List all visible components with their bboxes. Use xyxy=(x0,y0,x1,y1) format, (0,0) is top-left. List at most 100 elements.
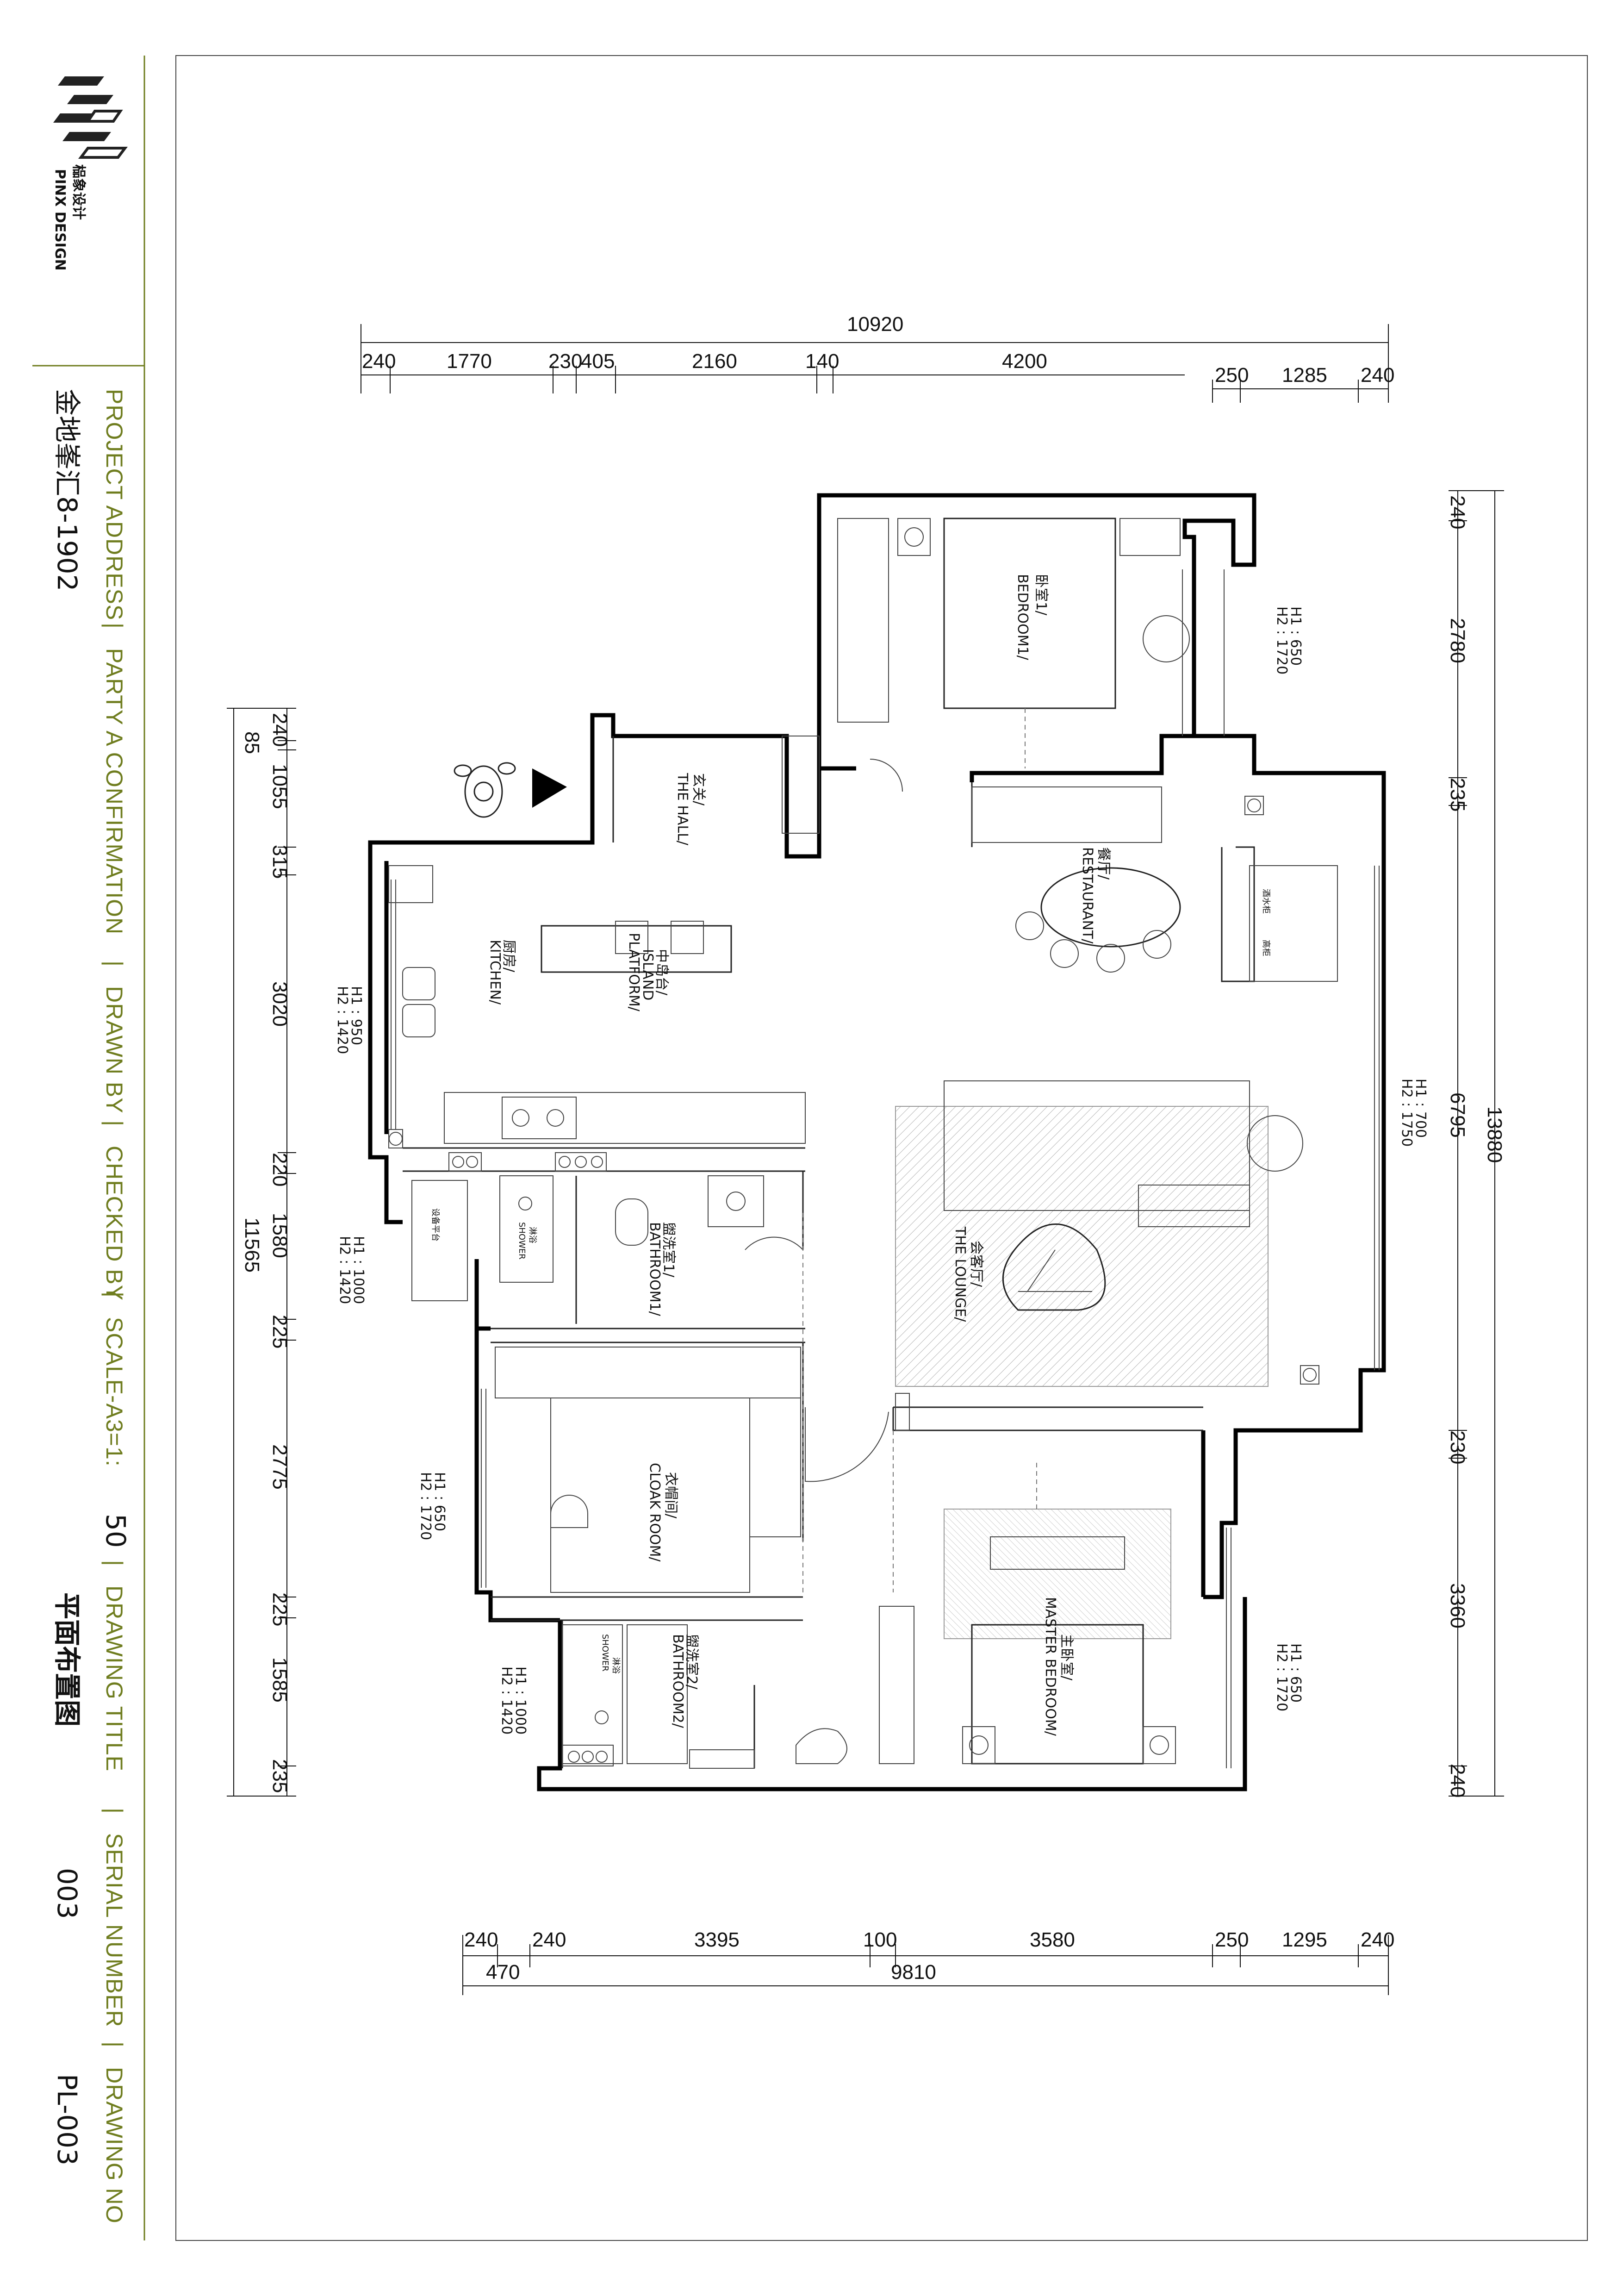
equipment-platform xyxy=(411,1180,468,1301)
dim-bottom-8: 240 xyxy=(1361,1928,1394,1951)
shower-head-icon xyxy=(518,1197,532,1210)
master-bench xyxy=(990,1536,1125,1570)
island-label-en-1: ISLAND xyxy=(640,949,656,1000)
bedroom1-lamp-icon xyxy=(904,527,924,547)
dim-top-9: 1285 xyxy=(1282,364,1327,387)
dim-left-5: 3020 xyxy=(268,981,291,1027)
cloak-label-cn: 衣帽间/ xyxy=(663,1472,679,1519)
dim-top-total: 10920 xyxy=(847,313,903,336)
top-dimensions: 10920 240 1770 230 405 2160 140 4200 250… xyxy=(361,313,1394,403)
toilet-1 xyxy=(615,1198,648,1246)
kitchen-counter xyxy=(444,1092,806,1144)
cloak-wardrobe-side xyxy=(749,1398,801,1537)
lounge-label-cn: 会客厅/ xyxy=(968,1241,984,1287)
dim-bottom-7: 1295 xyxy=(1282,1928,1327,1951)
shower-head-2-icon xyxy=(595,1710,609,1724)
drawing-title-value: 平面布置图 xyxy=(51,1592,83,1727)
dim-left-8: 225 xyxy=(268,1315,291,1348)
bedroom1-nightstand xyxy=(897,518,931,556)
bathroom2-h1: H1 : 1000 xyxy=(512,1666,529,1734)
dining-table xyxy=(1040,867,1181,948)
restaurant-label-cn: 餐厅/ xyxy=(1095,847,1112,880)
serial-number-value: 003 xyxy=(51,1868,83,1919)
restaurant-label-en: RESTAURANT/ xyxy=(1079,847,1095,944)
cloak-stool xyxy=(550,1495,588,1528)
lounge-h1: H1 : 700 xyxy=(1412,1079,1429,1138)
hall: 玄关/ THE HALL/ xyxy=(454,736,903,846)
bathroom1-h1: H1 : 1000 xyxy=(350,1236,367,1304)
lounge-side-table xyxy=(1247,1115,1303,1172)
lounge: 会客厅/ THE LOUNGE/ H1 : 700 H2 : 1750 xyxy=(895,1079,1429,1387)
cabinet-b-label: 高柜 xyxy=(1261,940,1271,956)
bathroom2-h2: H2 : 1420 xyxy=(498,1666,515,1734)
master-nightstand-left xyxy=(962,1726,995,1764)
kitchen-sink xyxy=(402,967,435,1000)
bathroom1: 淋浴 SHOWER 设备平台 盥洗室1/ BATHROOM1/ H1 : 100… xyxy=(336,1152,803,1316)
dim-left-9: 2775 xyxy=(268,1444,291,1490)
bedroom1-label-en: BEDROOM1/ xyxy=(1014,574,1031,661)
dim-top-5: 2160 xyxy=(692,350,737,373)
equipment-platform-label: 设备平台 xyxy=(430,1208,440,1242)
bedroom1-bed xyxy=(943,518,1116,709)
right-dimensions: 240 2780 235 6795 230 3360 240 13880 xyxy=(1446,490,1506,1797)
dim-right-7: 240 xyxy=(1446,1764,1469,1797)
bedroom1-h2: H2 : 1720 xyxy=(1274,606,1290,674)
hall-label-cn: 玄关/ xyxy=(690,773,707,806)
dim-top-8: 250 xyxy=(1215,364,1249,387)
drawing-frame xyxy=(175,55,1588,2241)
master-label-en: MASTER BEDROOM/ xyxy=(1042,1597,1058,1736)
windows xyxy=(391,569,1380,1768)
cloak-wardrobe-top xyxy=(495,1347,801,1398)
bedroom1-wardrobe xyxy=(837,518,889,723)
master-nightstand-right xyxy=(1143,1726,1176,1764)
restaurant-cabinet xyxy=(971,786,1162,843)
title-block: 榀象设计 PINX DESIGN PROJECT ADDRESS 金地峯汇8-1… xyxy=(32,56,145,2240)
dim-left-4: 315 xyxy=(268,845,291,879)
lounge-sofa-chaise xyxy=(1138,1185,1250,1227)
left-dimensions: 240 85 1055 315 3020 220 1580 225 2775 2… xyxy=(227,708,296,1797)
dim-top-4: 405 xyxy=(581,350,615,373)
dim-left-11: 1585 xyxy=(268,1657,291,1703)
shower-2 xyxy=(562,1624,623,1764)
lounge-label-en: THE LOUNGE/ xyxy=(952,1226,968,1322)
dim-top-6: 140 xyxy=(805,350,839,373)
separator-1: | xyxy=(101,623,127,629)
separator-6: | xyxy=(101,1808,127,1814)
lounge-h2: H2 : 1750 xyxy=(1399,1079,1415,1147)
bar-stool-2 xyxy=(671,921,704,954)
separator-4: | xyxy=(101,1292,127,1298)
dim-left-2: 85 xyxy=(241,731,263,754)
bathroom1-label-cn: 盥洗室1/ xyxy=(660,1222,677,1278)
entrance-arrow-icon xyxy=(532,768,567,808)
cabinet-a-label: 酒水柜 xyxy=(1261,889,1271,914)
dim-right-6: 3360 xyxy=(1446,1583,1469,1628)
shower2-label-cn: 淋浴 xyxy=(611,1657,621,1674)
bathroom1-h2: H2 : 1420 xyxy=(336,1236,353,1304)
dim-left-12: 235 xyxy=(268,1759,291,1793)
island-label-en-2: PLATFORM/ xyxy=(626,933,642,1012)
bedroom1-chair xyxy=(1143,615,1190,662)
cloak-label-en: CLOAK ROOM/ xyxy=(647,1463,663,1562)
dim-right-total: 13880 xyxy=(1483,1106,1506,1163)
kitchen-sink-2 xyxy=(402,1004,435,1037)
cloak-room: 衣帽间/ CLOAK ROOM/ H1 : 650 H2 : 1720 xyxy=(417,1347,910,1593)
master-label-cn: 主卧室/ xyxy=(1058,1634,1075,1681)
bedroom1-label-cn: 卧室1/ xyxy=(1033,574,1049,616)
dim-right-2: 2780 xyxy=(1446,618,1469,663)
dim-left-10: 225 xyxy=(268,1592,291,1626)
lounge-sofa xyxy=(944,1080,1250,1211)
kitchen-h1: H1 : 950 xyxy=(348,986,364,1045)
dim-bottom-1: 240 xyxy=(464,1928,498,1951)
kitchen: 厨房/ KITCHEN/ 中岛台/ ISLAND PLATFORM/ H1 : … xyxy=(334,865,806,1148)
brand-name-en: PINX DESIGN xyxy=(52,169,68,271)
master-bed xyxy=(971,1624,1144,1765)
shower2-label-en: SHOWER xyxy=(600,1634,610,1672)
dim-left-1: 240 xyxy=(268,713,291,747)
scale-value: 50 xyxy=(100,1514,131,1548)
master-h1: H1 : 650 xyxy=(1287,1643,1304,1703)
pinx-logo-icon xyxy=(53,76,128,159)
dim-bottom-5: 3580 xyxy=(1030,1928,1075,1951)
master-wardrobe xyxy=(879,1606,914,1764)
dim-bottom-sub: 470 xyxy=(486,1961,520,1984)
dim-bottom-6: 250 xyxy=(1215,1928,1249,1951)
